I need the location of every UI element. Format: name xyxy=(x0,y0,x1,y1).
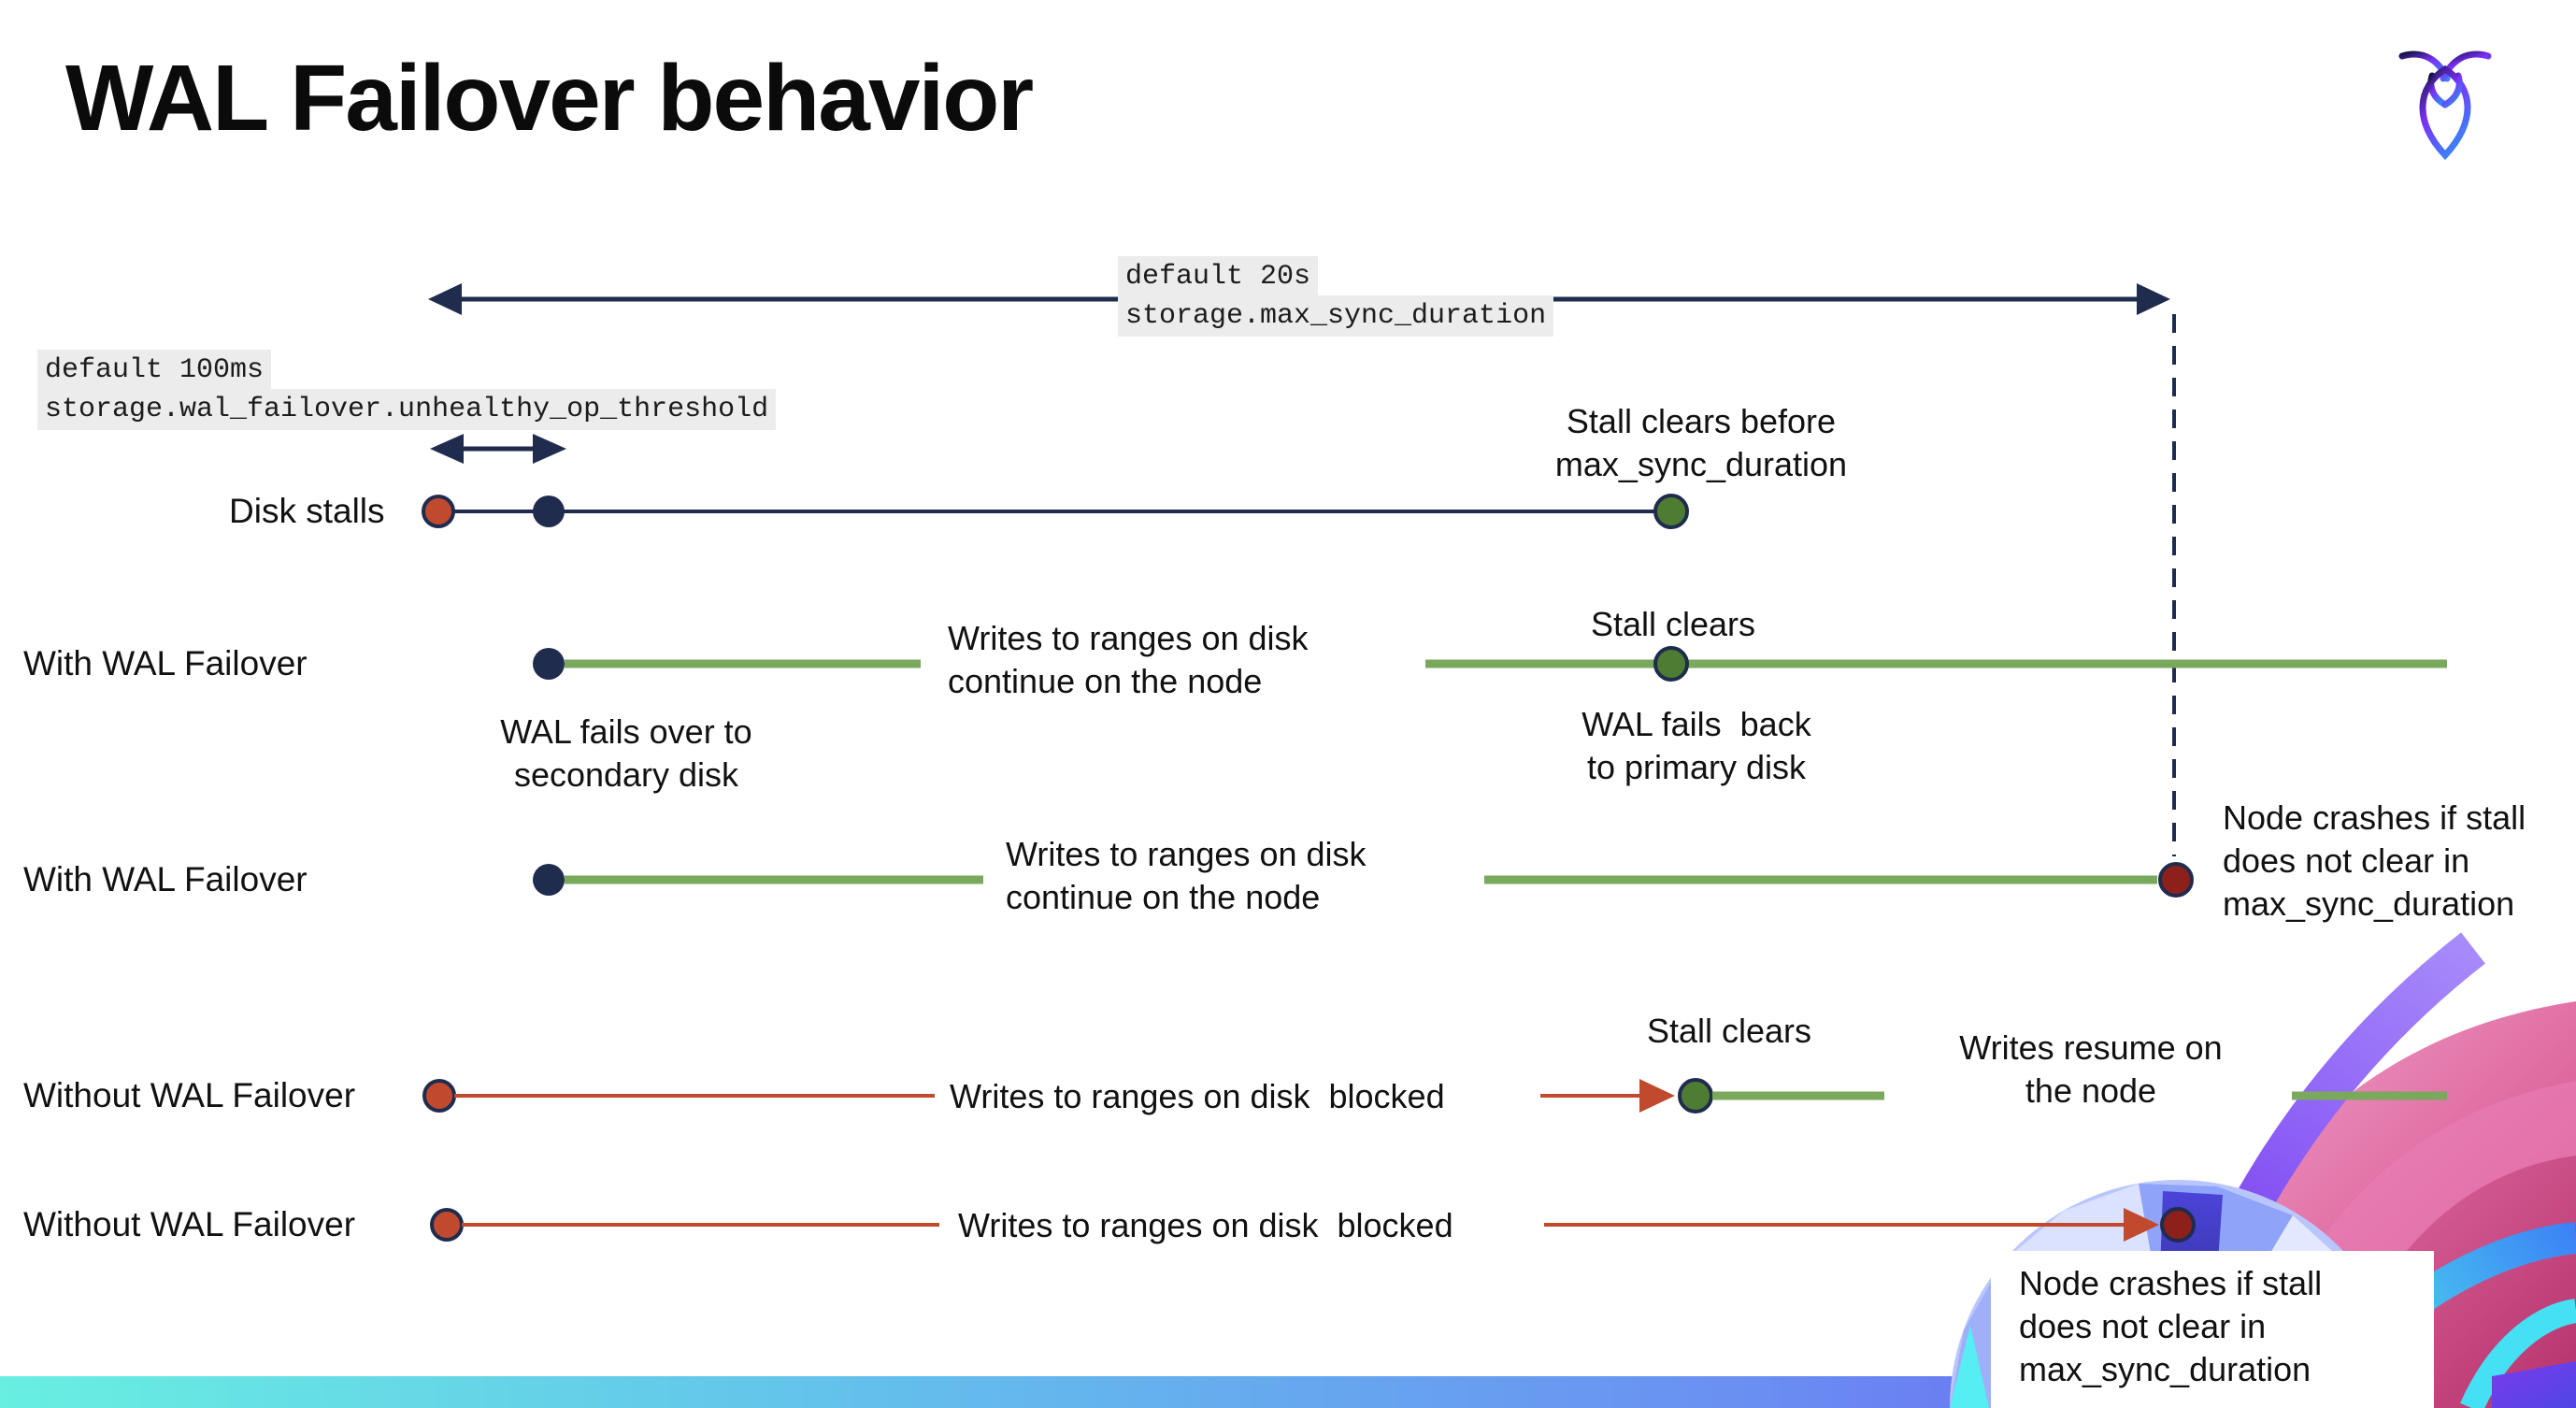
row-label-without-wal-failover-1: Without WAL Failover xyxy=(23,1076,356,1114)
threshold-setting-name: storage.wal_failover.unhealthy_op_thresh… xyxy=(37,389,777,430)
row4-stall-clears-dot xyxy=(1678,1078,1713,1113)
note-stall-clears-row2: Stall clears xyxy=(1590,605,1756,643)
row-label-with-wal-failover-1: With WAL Failover xyxy=(23,644,308,682)
row-label-without-wal-failover-2: Without WAL Failover xyxy=(23,1205,356,1243)
note-writes-continue-row2: Writes to ranges on disk continue on the… xyxy=(948,619,1309,700)
art-cyan-arc-small xyxy=(2460,1299,2576,1408)
note-wal-fails-over: WAL fails over to secondary disk xyxy=(500,712,752,794)
row2-stall-clears-dot xyxy=(1653,646,1689,682)
max-sync-setting-name: storage.max_sync_duration xyxy=(1118,295,1554,337)
note-writes-continue-row3: Writes to ranges on disk continue on the… xyxy=(1006,835,1367,916)
row4-stall-start-dot xyxy=(422,1079,456,1113)
page-title: WAL Failover behavior xyxy=(65,46,1034,151)
max-sync-default-label: default 20s xyxy=(1118,256,1319,297)
note-stall-clears-row4: Stall clears xyxy=(1646,1012,1812,1050)
arrowhead-right-icon xyxy=(533,434,566,464)
row-label-disk-stalls: Disk stalls xyxy=(229,492,385,530)
note-node-crashes-row3: Node crashes if stall does not clear in … xyxy=(2223,798,2526,923)
row2-failover-dot xyxy=(533,648,565,680)
row1-stall-clears-dot xyxy=(1653,494,1689,529)
art-violet-corner xyxy=(2492,1361,2576,1408)
row3-failover-dot xyxy=(533,864,565,896)
row1-threshold-dot xyxy=(533,496,565,527)
row3-crash-dot xyxy=(2158,862,2194,898)
arrowhead-right-icon xyxy=(2124,1208,2159,1242)
cockroachdb-logo xyxy=(2398,50,2492,161)
arrowhead-left-icon xyxy=(430,434,464,464)
note-writes-blocked-row5: Writes to ranges on disk blocked xyxy=(958,1206,1453,1244)
threshold-default-label: default 100ms xyxy=(37,350,272,391)
note-wal-fails-back: WAL fails back to primary disk xyxy=(1581,705,1811,786)
note-writes-resume: Writes resume on the node xyxy=(1959,1028,2223,1110)
arrowhead-right-icon xyxy=(2137,283,2170,315)
note-card xyxy=(1991,1251,2434,1408)
note-stall-clears-before: Stall clears before max_sync_duration xyxy=(1554,402,1848,483)
art-cyan-sliver xyxy=(1950,1326,1989,1408)
row5-crash-dot xyxy=(2160,1207,2196,1243)
note-node-crashes-bottom: Node crashes if stall does not clear in … xyxy=(2019,1264,2323,1388)
row1-stall-start-dot xyxy=(422,495,455,528)
arrowhead-right-icon xyxy=(1639,1079,1675,1113)
row5-stall-start-dot xyxy=(430,1208,464,1242)
note-writes-blocked-row4: Writes to ranges on disk blocked xyxy=(950,1077,1445,1115)
row-label-with-wal-failover-2: With WAL Failover xyxy=(23,860,308,898)
arrowhead-left-icon xyxy=(428,283,462,315)
